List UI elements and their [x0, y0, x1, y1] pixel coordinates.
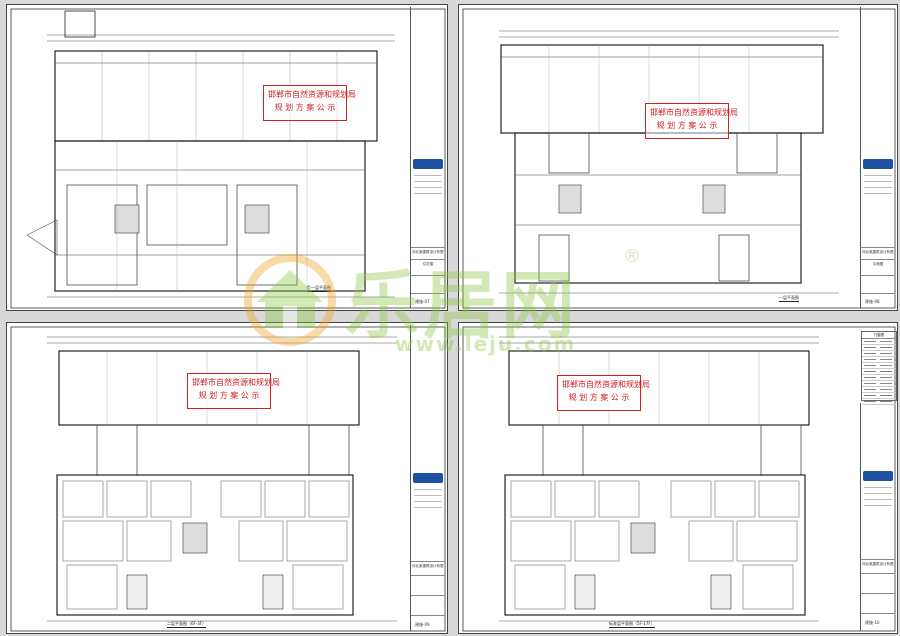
- company-name: 河北某建筑设计有限公司: [862, 250, 894, 254]
- company-name: 河北某建筑设计有限公司: [412, 564, 444, 568]
- stamp-line-1: 邯郸市自然资源和规划局: [650, 108, 738, 117]
- door-window-schedule: 门窗表: [861, 331, 897, 405]
- floor-plan-drawing: [462, 8, 896, 309]
- sheet-code: 建施-08: [865, 299, 880, 304]
- company-logo-icon: [863, 159, 893, 169]
- drawing-sheet-3: 邯郸市自然资源和规划局 规 划 方 案 公 示 二层平面图（6F-3F） 河北某…: [6, 322, 448, 634]
- approval-stamp: 邯郸市自然资源和规划局 规 划 方 案 公 示: [187, 373, 280, 409]
- approval-stamp: 邯郸市自然资源和规划局 规 划 方 案 公 示: [645, 103, 738, 139]
- stamp-line-1: 邯郸市自然资源和规划局: [562, 380, 650, 389]
- stamp-line-2: 规 划 方 案 公 示: [198, 391, 260, 400]
- stamp-line-2: 规 划 方 案 公 示: [568, 393, 630, 402]
- title-block: 河北某建筑设计有限公司 住宅楼 建施-07: [410, 7, 445, 308]
- title-block: 河北某建筑设计有限公司 平面图 建施-08: [860, 7, 895, 308]
- approval-stamp: 邯郸市自然资源和规划局 规 划 方 案 公 示: [557, 375, 650, 411]
- floor-plan-drawing: [10, 326, 446, 632]
- drawing-title: 二层平面图（6F-3F）: [167, 621, 207, 628]
- drawing-title: 一层平面图: [779, 295, 799, 302]
- drawing-sheet-2: 邯郸市自然资源和规划局 规 划 方 案 公 示 一层平面图 河北某建筑设计有限公…: [458, 4, 898, 311]
- stamp-line-1: 邯郸市自然资源和规划局: [268, 90, 356, 99]
- company-name: 河北某建筑设计有限公司: [862, 562, 894, 566]
- sheet-code: 建施-07: [415, 299, 430, 304]
- company-logo-icon: [413, 159, 443, 169]
- drawing-title: 负一层平面图: [307, 285, 331, 292]
- stamp-line-2: 规 划 方 案 公 示: [656, 121, 718, 130]
- stamp-line-1: 邯郸市自然资源和规划局: [192, 378, 280, 387]
- sheet-code: 建施-09: [415, 622, 430, 627]
- company-logo-icon: [413, 473, 443, 483]
- drawing-sheet-4: 门窗表 邯郸市自然资源和规划局 规 划 方 案 公 示 标准层平面图（5F-17…: [458, 322, 898, 634]
- drawing-title: 标准层平面图（5F-17F）: [609, 621, 655, 628]
- sheet-code: 建施-10: [865, 620, 880, 625]
- title-block: 河北某建筑设计有限公司 建施-09: [410, 325, 445, 631]
- schedule-title: 门窗表: [862, 332, 896, 339]
- drawing-sheet-1: 邯郸市自然资源和规划局 规 划 方 案 公 示 负一层平面图 河北某建筑设计有限…: [6, 4, 448, 311]
- project-name: 住宅楼: [422, 262, 434, 266]
- stamp-line-2: 规 划 方 案 公 示: [274, 103, 336, 112]
- company-name: 河北某建筑设计有限公司: [412, 250, 444, 254]
- drawing-name: 平面图: [872, 262, 884, 266]
- floor-plan-drawing: [462, 326, 896, 632]
- title-block: 河北某建筑设计有限公司 建施-10: [860, 403, 895, 631]
- company-logo-icon: [863, 471, 893, 481]
- approval-stamp: 邯郸市自然资源和规划局 规 划 方 案 公 示: [263, 85, 356, 121]
- floor-plan-drawing: [10, 8, 446, 309]
